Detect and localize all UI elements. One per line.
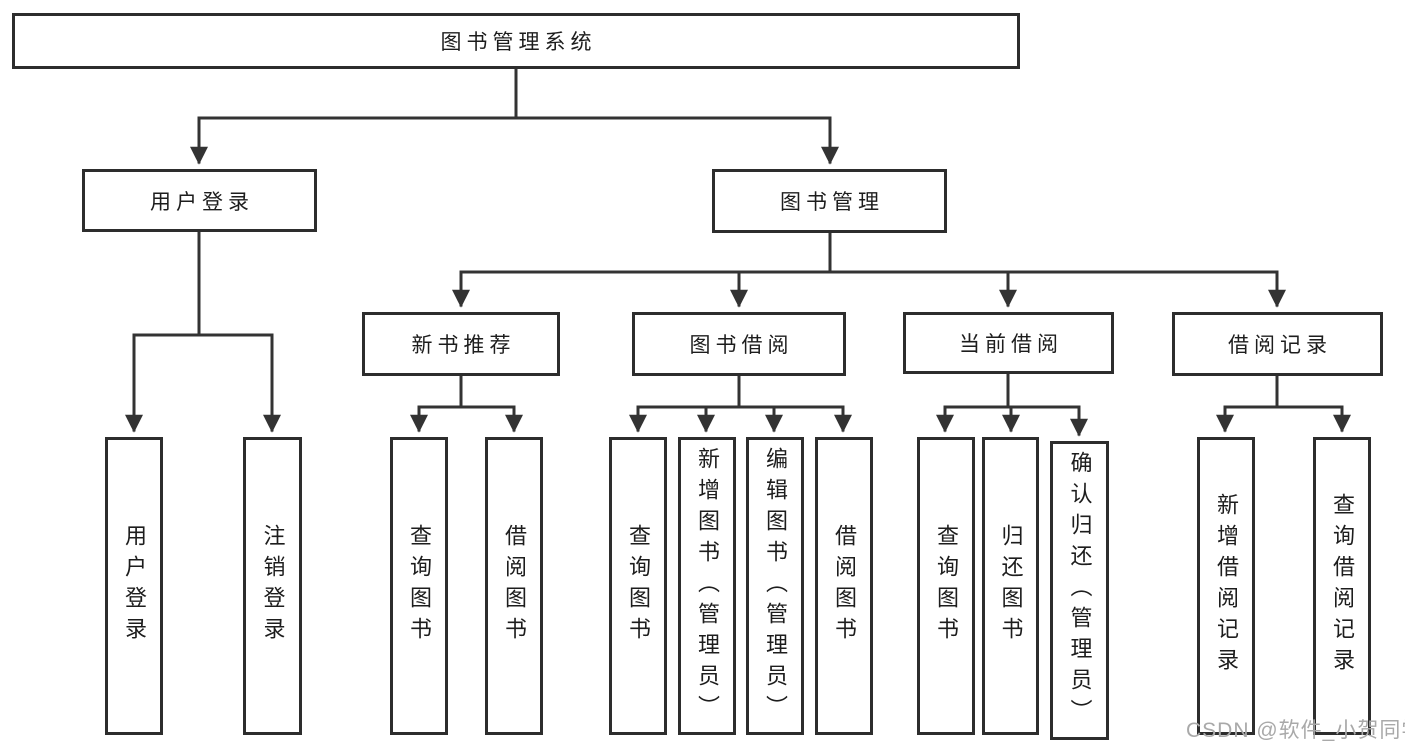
leaf-confirm-return-admin-label: 确认归还（管理员） [1067, 451, 1093, 730]
leaf-query-books-3: 查询图书 [917, 437, 975, 735]
leaf-borrow-books-2: 借阅图书 [815, 437, 873, 735]
leaf-logout: 注销登录 [243, 437, 302, 735]
leaf-return-books-label: 归还图书 [998, 524, 1024, 648]
node-library-system-label: 图书管理系统 [440, 31, 597, 54]
leaf-query-books-2: 查询图书 [609, 437, 667, 735]
node-current-borrow-label: 当前借阅 [959, 333, 1063, 356]
leaf-query-books-2-label: 查询图书 [626, 524, 651, 648]
node-borrow-records-label: 借阅记录 [1228, 334, 1332, 357]
leaf-query-borrow-record: 查询借阅记录 [1313, 437, 1371, 735]
leaf-user-login-label: 用户登录 [122, 524, 147, 648]
leaf-return-books: 归还图书 [982, 437, 1039, 735]
leaf-borrow-books-2-label: 借阅图书 [832, 524, 857, 648]
node-new-book-recommend-label: 新书推荐 [411, 334, 516, 357]
node-current-borrow: 当前借阅 [903, 312, 1114, 374]
leaf-query-books-3-label: 查询图书 [934, 524, 959, 648]
node-book-borrow-label: 图书借阅 [689, 334, 794, 357]
leaf-query-borrow-record-label: 查询借阅记录 [1330, 493, 1355, 679]
node-borrow-records: 借阅记录 [1172, 312, 1383, 376]
leaf-add-borrow-record: 新增借阅记录 [1197, 437, 1255, 735]
leaf-query-books-1-label: 查询图书 [407, 524, 432, 648]
node-book-management-label: 图书管理 [780, 191, 884, 214]
leaf-edit-book-admin: 编辑图书（管理员） [746, 437, 804, 735]
node-user-login-label: 用户登录 [150, 190, 254, 214]
watermark-text: CSDN @软件_小贺同学 [1186, 719, 1405, 742]
leaf-borrow-books-1: 借阅图书 [485, 437, 543, 735]
leaf-edit-book-admin-label: 编辑图书（管理员） [763, 446, 788, 726]
leaf-add-book-admin-label: 新增图书（管理员） [695, 446, 720, 726]
node-user-login: 用户登录 [82, 169, 317, 232]
leaf-borrow-books-1-label: 借阅图书 [502, 524, 527, 648]
leaf-logout-label: 注销登录 [260, 524, 286, 648]
leaf-user-login: 用户登录 [105, 437, 163, 735]
node-book-management: 图书管理 [712, 169, 947, 233]
node-new-book-recommend: 新书推荐 [362, 312, 560, 376]
node-library-system: 图书管理系统 [12, 13, 1020, 69]
node-book-borrow: 图书借阅 [632, 312, 846, 376]
watermark: CSDN @软件_小贺同学 [1186, 714, 1405, 744]
leaf-add-book-admin: 新增图书（管理员） [678, 437, 736, 735]
leaf-query-books-1: 查询图书 [390, 437, 448, 735]
leaf-add-borrow-record-label: 新增借阅记录 [1214, 493, 1239, 679]
leaf-confirm-return-admin: 确认归还（管理员） [1050, 441, 1109, 740]
